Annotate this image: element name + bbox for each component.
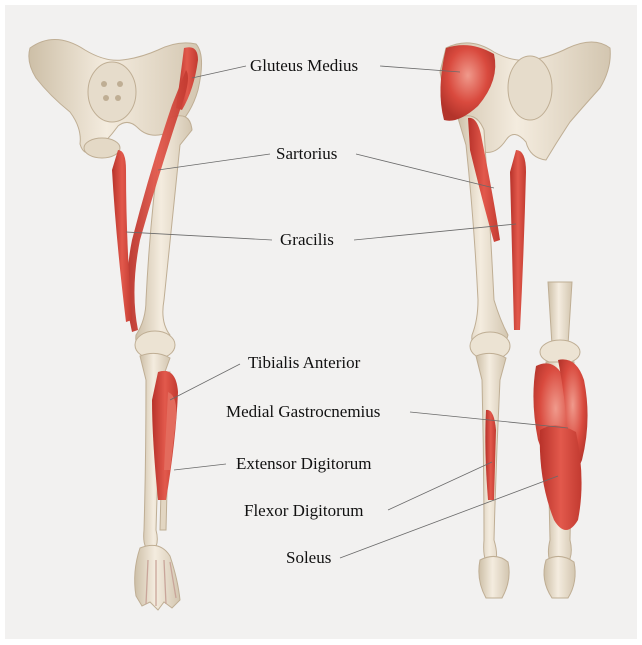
label-flexor-digitorum: Flexor Digitorum [244,502,363,520]
leader-tibialis-anterior [170,364,240,400]
gracilis-muscle-posterior [510,150,526,330]
label-tibialis-anterior: Tibialis Anterior [248,354,360,372]
leader-gracilis-left [126,232,272,240]
heel-bone [479,556,509,598]
leader-flexor-digitorum [388,462,492,510]
label-medial-gastrocnemius: Medial Gastrocnemius [226,403,380,421]
leader-extensor-digitorum [174,464,226,470]
label-soleus: Soleus [286,549,331,567]
label-gracilis: Gracilis [280,231,334,249]
sacrum-bone [88,62,136,122]
anterior-leg-view [29,39,202,610]
posterior-leg-view [440,42,610,598]
leader-soleus [340,476,558,558]
calf-femur-stub [548,282,572,345]
label-extensor-digitorum: Extensor Digitorum [236,455,372,473]
gracilis-muscle [112,150,132,322]
soleus-muscle [540,425,582,530]
pubic-bone [84,138,120,158]
sacrum-bone-posterior [508,56,552,120]
label-sartorius: Sartorius [276,145,337,163]
calf-heel [544,556,575,598]
label-gluteus-medius: Gluteus Medius [250,57,358,75]
